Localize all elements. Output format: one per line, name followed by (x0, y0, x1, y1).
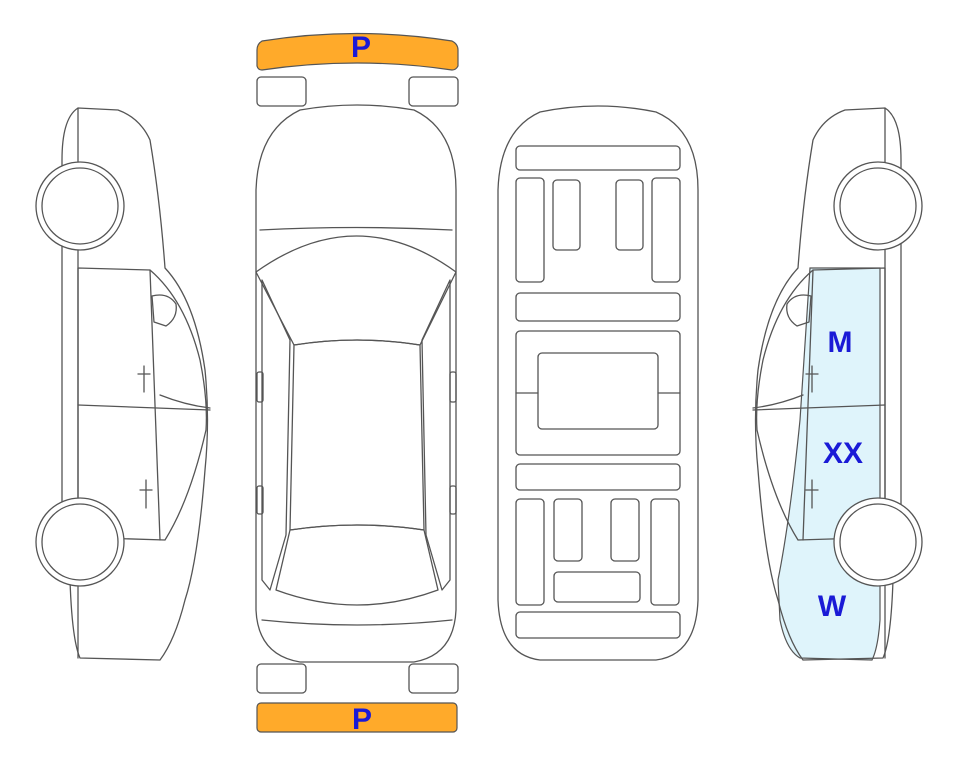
left-side-front-wheel-inner (41, 167, 119, 245)
left-side-side-mirror-line (159, 394, 211, 409)
front-bumper-label: P (351, 31, 371, 64)
top-view-left-mirror (256, 371, 264, 403)
top-view-right-rear-detail (449, 485, 457, 515)
right-side-a-pillar (802, 269, 814, 541)
floor-panel-rear-bottom (553, 571, 641, 603)
right-front-door-label: M (828, 326, 853, 359)
top-view-trunk-line (261, 619, 453, 626)
floor-panel-front-left-inner (552, 179, 581, 251)
top-view-rear-window (275, 524, 439, 606)
left-side-rear-handle (139, 479, 153, 509)
right-rear-quarter-label: W (818, 590, 847, 623)
right-side-rear-handle (805, 479, 819, 509)
top-view: P P (255, 31, 459, 736)
rear-left-light (256, 663, 307, 694)
right-side-rear-wheel-inner (839, 503, 917, 581)
right-side-front-wheel-inner (839, 167, 917, 245)
right-side-door-divider (752, 404, 886, 411)
floor-panel-rear-mid-bar (515, 463, 681, 491)
left-side-front-wheel (35, 161, 125, 251)
left-side-window-outline (77, 267, 208, 541)
top-view-right-side-windows (421, 279, 451, 591)
top-view-left-rear-detail (256, 485, 264, 515)
floor-panel-front-right-outer (651, 177, 681, 283)
right-side-side-mirror-line (752, 394, 804, 409)
left-side-door-divider (77, 404, 211, 411)
left-side-view (35, 107, 211, 661)
floor-panel-front-left-outer (515, 177, 545, 283)
floor-panel-front-bar (515, 145, 681, 171)
right-side-rear-wheel (833, 497, 923, 587)
right-side-view: M XX W (752, 107, 923, 661)
right-side-body-outline (754, 107, 902, 661)
left-side-a-pillar (149, 269, 161, 541)
front-right-light (408, 76, 459, 107)
top-view-hood-line (259, 226, 453, 231)
left-side-rear-wheel (35, 497, 125, 587)
floor-panel-rear-left-outer (515, 498, 545, 606)
top-view-roof (289, 339, 425, 531)
top-view-left-side-windows (261, 279, 291, 591)
floor-panel-front-right-inner (615, 179, 644, 251)
rear-right-light (408, 663, 459, 694)
right-rear-door-label: XX (823, 437, 863, 470)
right-side-window-outline (755, 267, 886, 541)
floor-panel-rear-right-inner (610, 498, 640, 562)
left-side-rear-wheel-inner (41, 503, 119, 581)
right-side-front-wheel (833, 161, 923, 251)
top-view-right-mirror (449, 371, 457, 403)
left-side-body-outline (61, 107, 209, 661)
rear-bumper-label: P (352, 703, 372, 736)
floor-panel-mid-bar (515, 292, 681, 322)
underside-outline (497, 105, 699, 661)
front-bumper-highlight (256, 32, 459, 71)
floor-panel-rear-right-outer (650, 498, 680, 606)
top-view-body-outline (255, 104, 457, 663)
floor-panel-rear-left-inner (553, 498, 583, 562)
right-side-mirror (786, 294, 812, 327)
right-side-front-handle (805, 365, 819, 393)
underside-view (497, 105, 699, 661)
front-left-light (256, 76, 307, 107)
left-side-mirror (151, 294, 177, 327)
floor-panel-rear-bar (515, 611, 681, 639)
left-side-front-handle (137, 365, 151, 393)
rear-bumper-highlight (256, 702, 458, 733)
top-view-windshield (255, 235, 457, 346)
floor-panel-center (537, 352, 659, 430)
